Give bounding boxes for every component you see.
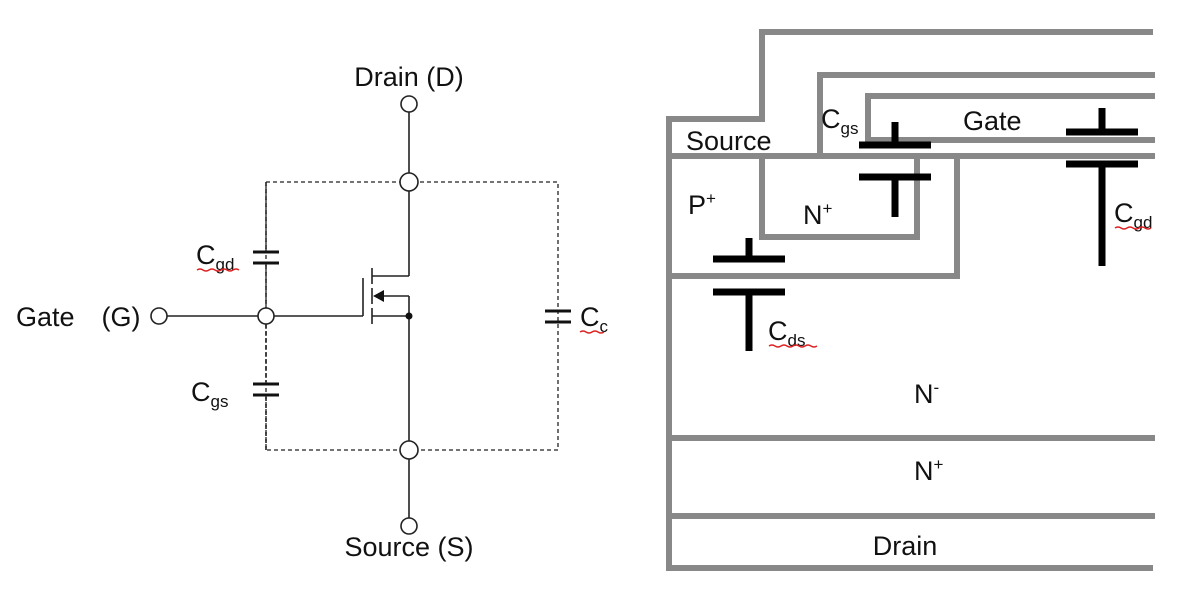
gate-terminal-node xyxy=(150,307,168,325)
outer-boundary xyxy=(666,29,1153,571)
cds-label: Cc xyxy=(580,302,609,336)
body-arrow-icon xyxy=(373,290,384,302)
source-junction-dot xyxy=(405,312,413,320)
cgd-cross-spellcheck-underline xyxy=(1114,226,1152,230)
source-junction-node xyxy=(399,440,419,460)
equivalent-circuit: Drain (D) Source (S) Gate (G) Cgd Cgs Cc xyxy=(16,62,609,562)
p-plus-label: P+ xyxy=(688,189,716,220)
cgd-label: Cgd xyxy=(196,240,234,274)
gate-junction-node xyxy=(257,307,275,325)
gate-terminal-label: Gate (G) xyxy=(16,302,141,332)
cross-section: Source Gate P+ N+ N- N+ Drain Cgs Cgd Cd… xyxy=(666,29,1155,571)
n-plus-bottom-label: N+ xyxy=(914,455,944,486)
drain-region-label: Drain xyxy=(873,531,938,561)
gate-electrode xyxy=(865,93,1155,143)
cgs-cross-label: Cgs xyxy=(821,104,858,138)
n-plus-top-label: N+ xyxy=(803,199,833,230)
source-region-label: Source xyxy=(686,126,772,156)
n-minus-label: N- xyxy=(914,378,939,409)
drain-terminal-label: Drain (D) xyxy=(354,62,464,92)
source-terminal-node xyxy=(400,517,418,535)
cgd-spellcheck-underline xyxy=(196,268,240,272)
cgd-cross-label: Cgd xyxy=(1114,198,1152,232)
cgd-cross-label-clip: Cgd xyxy=(1114,198,1152,232)
n-plus-source-region xyxy=(759,156,920,240)
cds-spellcheck-underline xyxy=(579,330,605,334)
p-plus-region xyxy=(669,156,960,279)
drain-junction-node xyxy=(399,172,419,192)
cds-cross-spellcheck-underline xyxy=(768,344,818,348)
drain-terminal-node xyxy=(400,95,418,113)
cds-cross-label: Cds xyxy=(768,316,805,350)
source-terminal-label: Source (S) xyxy=(344,532,473,562)
gate-region-label: Gate xyxy=(963,106,1022,136)
cds-label-clip: Cc xyxy=(579,302,609,336)
cgs-label: Cgs xyxy=(191,377,228,411)
